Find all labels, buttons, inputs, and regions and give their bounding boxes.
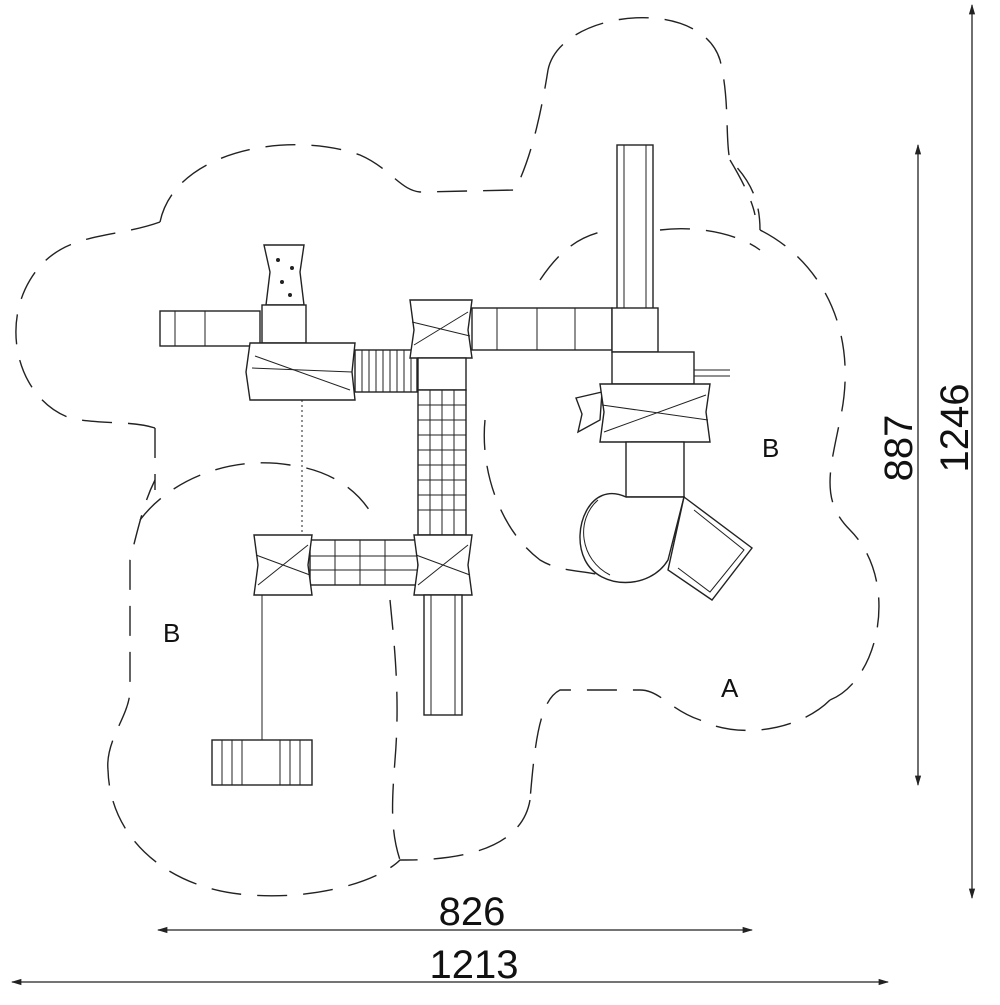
left-tower-roof (245, 342, 356, 401)
zone-label-b-left: B (163, 618, 180, 648)
zone-label-a: A (721, 673, 739, 703)
tube-bridge (354, 349, 418, 393)
dim-label-887: 887 (877, 415, 921, 482)
wave-slide (667, 495, 753, 601)
dimension-lines (10, 3, 976, 986)
play-structure (159, 144, 753, 786)
climbing-wall (263, 244, 305, 306)
bottom-climber (211, 739, 313, 786)
tube-slide (625, 441, 685, 498)
dim-label-1246: 1246 (933, 384, 977, 473)
dim-label-1213: 1213 (430, 943, 519, 987)
lower-bridge (309, 539, 419, 586)
zone-label-b-right: B (762, 433, 779, 463)
lower-slide (423, 594, 463, 716)
dim-label-826: 826 (439, 890, 506, 934)
upper-bridge (471, 307, 613, 351)
straight-slide-top (616, 144, 654, 311)
left-slide (159, 310, 261, 347)
safety-zone-outline (15, 17, 880, 897)
